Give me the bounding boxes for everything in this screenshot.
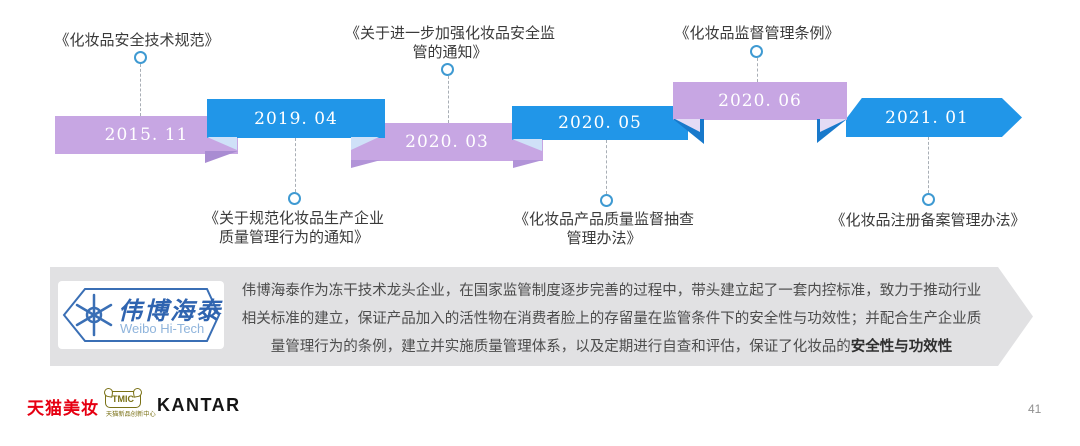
date-label: 2020. 03 <box>405 132 489 152</box>
snowflake-icon <box>58 281 224 349</box>
timeline-node <box>922 193 935 206</box>
connector-line <box>448 76 449 123</box>
timeline-banner-2020-05: 2020. 05 <box>512 106 688 140</box>
summary-text: 伟博海泰作为冻干技术龙头企业，在国家监管制度逐步完善的过程中，带头建立起了一套内… <box>240 277 983 361</box>
tmic-cat-icon: TMIC <box>105 391 141 408</box>
timeline-banner-2019-04: 2019. 04 <box>207 99 385 138</box>
summary-banner: 伟博海泰 Weibo Hi-Tech 伟博海泰作为冻干技术龙头企业，在国家监管制… <box>50 267 1033 366</box>
kantar-logo: KANTAR <box>157 395 241 415</box>
weibo-logo-card: 伟博海泰 Weibo Hi-Tech <box>58 281 224 349</box>
summary-line-1: 伟博海泰作为冻干技术龙头企业，在国家监管制度逐步完善的过程中，带头建立起了一套内… <box>241 283 982 299</box>
page-number: 41 <box>1028 402 1042 416</box>
callout-label-2020-06: 《化妆品监督管理条例》 <box>674 25 840 42</box>
callout-label-2020-03: 《关于进一步加强化妆品安全监 管的通知》 <box>344 25 555 61</box>
weibo-logo-subtitle: Weibo Hi-Tech <box>120 321 205 336</box>
tmic-caption: 天猫新品创新中心 <box>105 410 156 418</box>
callout-label-2021-01: 《化妆品注册备案管理办法》 <box>830 212 1026 229</box>
timeline-banner-2020-06: 2020. 06 <box>673 82 847 120</box>
timeline-node <box>288 192 301 205</box>
connector-line <box>295 138 296 192</box>
date-label: 2020. 05 <box>558 113 642 133</box>
tmall-beauty-logo: 天猫美妆 <box>27 399 99 418</box>
summary-line-2: 相关标准的建立，保证产品加入的活性物在消费者脸上的存留量在监管条件下的安全性与功… <box>241 311 982 327</box>
summary-line-3: 量管理行为的条例，建立并实施质量管理体系，以及定期进行自查和评估，保证了化妆品的… <box>270 339 953 355</box>
date-label: 2021. 01 <box>885 107 969 128</box>
date-label: 2020. 06 <box>718 91 802 111</box>
date-label: 2015. 11 <box>104 125 189 145</box>
callout-label-2019-04: 《关于规范化妆品生产企业 质量管理行为的通知》 <box>203 210 384 246</box>
weibo-logo-name: 伟博海泰 <box>118 298 222 325</box>
connector-line <box>928 137 929 193</box>
timeline-node <box>134 51 147 64</box>
connector-line <box>606 140 607 194</box>
callout-label-2020-05: 《化妆品产品质量监督抽查 管理办法》 <box>513 211 694 247</box>
connector-line <box>140 64 141 116</box>
timeline-node <box>750 45 763 58</box>
date-label: 2019. 04 <box>254 108 338 129</box>
ribbon-fold <box>513 160 543 168</box>
ribbon-fold <box>351 160 381 168</box>
summary-bold-highlight: 安全性与功效性 <box>850 339 953 355</box>
timeline-banner-2021-01: 2021. 01 <box>846 98 1022 137</box>
timeline-node <box>441 63 454 76</box>
tmic-logo: TMIC 天猫新品创新中心 <box>101 391 156 421</box>
connector-line <box>757 58 758 82</box>
callout-label-2015-11: 《化妆品安全技术规范》 <box>54 32 220 49</box>
timeline-node <box>600 194 613 207</box>
